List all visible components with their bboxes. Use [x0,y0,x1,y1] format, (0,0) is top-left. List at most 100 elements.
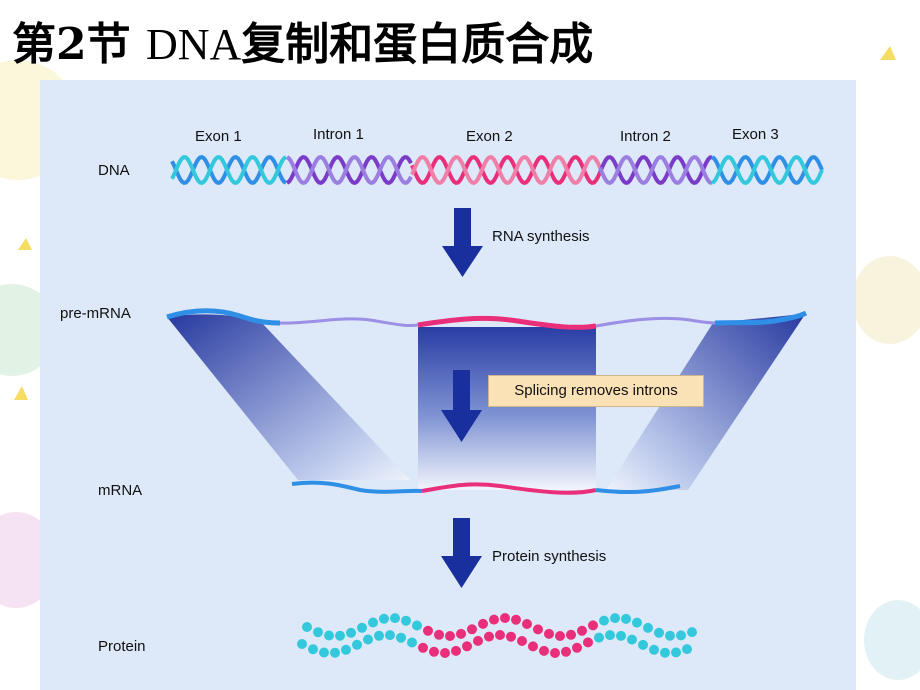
amino-acid-bead [445,631,455,641]
amino-acid-bead [374,630,384,641]
amino-acid-bead [605,630,615,641]
amino-acid-bead [429,646,439,657]
amino-acid-bead [462,641,472,652]
amino-acid-bead [412,620,422,631]
amino-acid-bead [511,614,521,625]
step-label-protein-synthesis: Protein synthesis [492,548,607,565]
amino-acid-bead [522,619,532,629]
amino-acid-bead [682,644,692,655]
amino-acid-bead [385,630,395,641]
amino-acid-bead [341,644,351,655]
amino-acid-bead [533,624,543,635]
pre-mrna-exon2 [417,315,597,330]
amino-acid-bead [346,627,356,638]
dna-exon2-strand-2 [410,154,602,186]
row-label-mrna: mRNA [98,482,143,499]
amino-acid-bead [643,622,653,633]
dna-intron1-strand-1 [285,154,413,186]
dna-intron2-strand-2 [598,154,713,186]
pre-mrna-intron2 [595,316,716,328]
amino-acid-bead [654,627,664,638]
amino-acid-bead [363,634,373,645]
amino-acid-bead [671,647,681,658]
amino-acid-bead [583,637,593,648]
amino-acid-bead [555,631,565,641]
amino-acid-bead [335,630,345,641]
amino-acid-bead [566,629,576,640]
amino-acid-bead [616,630,626,641]
amino-acid-bead [676,630,686,641]
mrna-strand [291,480,681,495]
slide-title-suffix: 复制和蛋白质合成 [241,19,594,70]
amino-acid-bead [467,624,477,635]
amino-acid-bead [484,631,494,642]
row-label-protein: Protein [98,638,146,655]
segment-label-exon3: Exon 3 [732,126,779,143]
amino-acid-bead [660,647,670,658]
amino-acid-bead [599,615,609,626]
amino-acid-bead [390,613,400,624]
amino-acid-bead [418,642,428,653]
amino-acid-bead [500,613,510,623]
step-label-rna-synthesis: RNA synthesis [492,228,590,245]
amino-acid-bead [302,622,312,632]
amino-acid-bead [621,613,631,624]
amino-acid-bead [550,648,560,658]
amino-acid-bead [319,647,329,658]
amino-acid-bead [572,642,582,653]
amino-acid-bead [561,646,571,657]
amino-acid-bead [308,644,318,655]
pre-mrna-exon1 [166,308,281,326]
amino-acid-bead [368,617,378,628]
diagram-graphics [166,154,824,658]
amino-acid-bead [495,630,505,640]
amino-acid-bead [352,639,362,650]
pre-mrna-intron1 [279,317,419,327]
amino-acid-bead [440,648,450,658]
amino-acid-bead [594,632,604,643]
dna-exon1-strand-1 [170,154,288,186]
amino-acid-bead [473,635,483,646]
amino-acid-bead [539,645,549,656]
amino-acid-bead [396,632,406,643]
row-label-dna: DNA [98,162,130,179]
amino-acid-bead [379,613,389,624]
amino-acid-bead [528,641,538,652]
dna-exon3-strand-1 [710,154,824,186]
mrna-exon3 [595,484,681,495]
protein-chain [297,613,697,658]
segment-label-intron1: Intron 1 [313,126,364,143]
row-label-pre-mrna: pre-mRNA [60,305,131,322]
amino-acid-bead [357,622,367,633]
pre-mrna-exon3 [714,310,808,326]
amino-acid-bead [330,647,340,658]
amino-acid-bead [456,628,466,639]
amino-acid-bead [665,630,675,641]
gene-expression-diagram: Exon 1 Intron 1 Exon 2 Intron 2 Exon 3 D… [40,80,856,690]
amino-acid-bead [324,630,334,641]
amino-acid-bead [577,625,587,636]
step-label-splicing: Splicing removes introns [488,375,704,407]
amino-acid-bead [649,644,659,655]
amino-acid-bead [627,634,637,645]
dna-double-helix [170,154,824,186]
amino-acid-bead [407,637,417,648]
amino-acid-bead [313,627,323,638]
exon1-funnel [167,314,410,480]
amino-acid-bead [489,614,499,625]
amino-acid-bead [423,625,433,636]
exon2-funnel [418,327,596,490]
amino-acid-bead [478,618,488,629]
slide-title: 第2节 DNA复制和蛋白质合成 [12,14,912,76]
dna-exon2-strand-1 [410,154,602,186]
dna-intron1-strand-2 [285,154,413,186]
slide-title-dna: DNA [145,20,242,69]
amino-acid-bead [544,628,554,639]
pre-mrna-strand [166,308,808,330]
amino-acid-bead [297,639,307,649]
amino-acid-bead [632,617,642,628]
amino-acid-bead [517,636,527,646]
exon3-funnel [606,313,806,490]
arrow-rna-synthesis [442,208,483,277]
amino-acid-bead [401,615,411,626]
